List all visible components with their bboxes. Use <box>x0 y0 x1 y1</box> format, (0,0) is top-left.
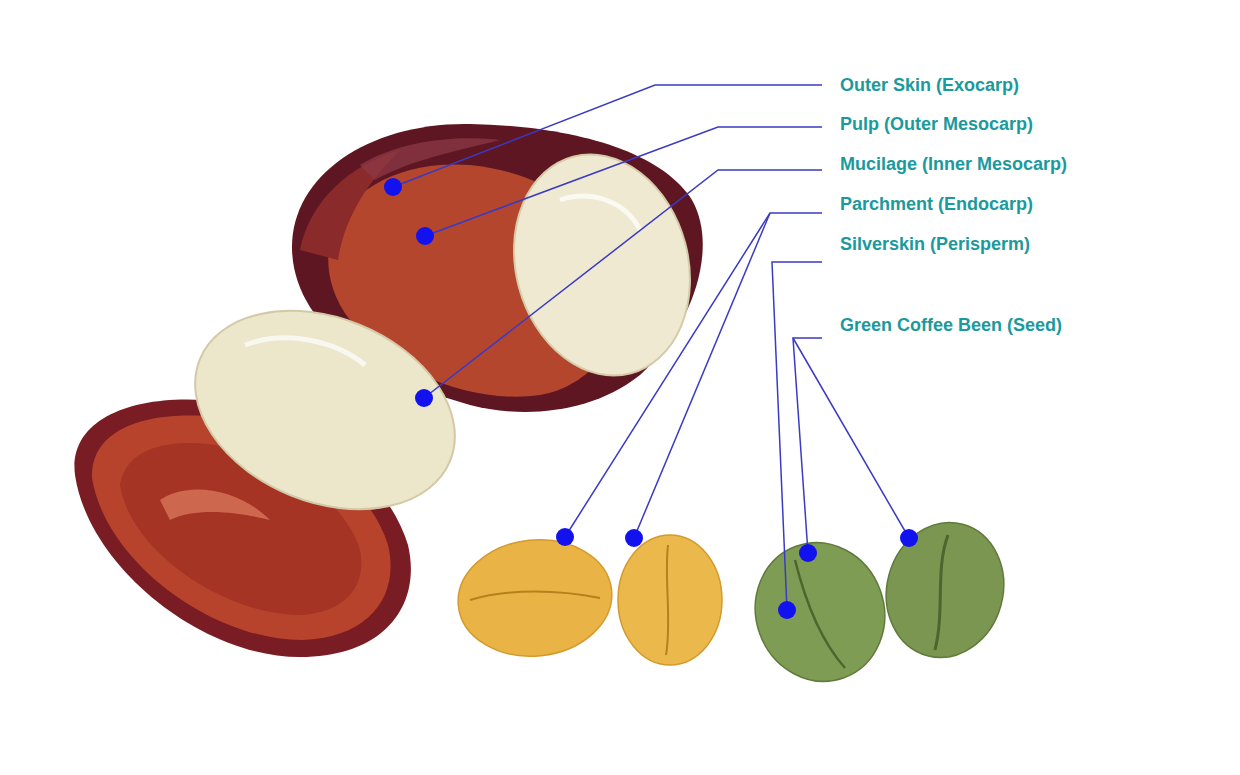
leader-dot <box>556 528 574 546</box>
leader-line <box>393 85 822 187</box>
leader-line <box>793 338 822 553</box>
parchment-bean <box>452 532 617 663</box>
leader-line <box>425 127 822 236</box>
leader-line <box>634 213 770 538</box>
leader-dot <box>625 529 643 547</box>
bean-crease <box>666 545 668 655</box>
leader-lines <box>393 85 909 610</box>
part-label: Pulp (Outer Mesocarp) <box>840 113 1033 135</box>
green-bean <box>736 524 904 699</box>
bean-crease <box>935 535 948 650</box>
leader-line <box>772 262 822 610</box>
skin-highlight <box>360 138 500 180</box>
green-bean <box>871 509 1018 670</box>
leader-line <box>424 170 822 398</box>
mucilage-bean <box>490 135 714 396</box>
leader-dot <box>900 529 918 547</box>
part-label: Mucilage (Inner Mesocarp) <box>840 153 1067 175</box>
bean-crease <box>795 560 845 668</box>
part-label: Silverskin (Perisperm) <box>840 233 1030 255</box>
bean-gloss <box>245 338 365 365</box>
gloss <box>160 490 270 520</box>
bean-gloss <box>560 196 640 230</box>
leader-dot <box>384 178 402 196</box>
part-label: Parchment (Endocarp) <box>840 193 1033 215</box>
leader-dot <box>416 227 434 245</box>
parchment-bean <box>618 535 722 665</box>
part-label: Outer Skin (Exocarp) <box>840 74 1019 96</box>
bean-crease <box>470 592 600 601</box>
leader-dots <box>384 178 918 619</box>
leader-dot <box>415 389 433 407</box>
leader-line <box>793 338 909 538</box>
parchment-beans <box>452 532 722 665</box>
part-label: Green Coffee Been (Seed) <box>840 314 1062 336</box>
leader-dot <box>778 601 796 619</box>
green-beans <box>736 509 1019 699</box>
leader-dot <box>799 544 817 562</box>
mucilage-bean <box>165 274 484 546</box>
